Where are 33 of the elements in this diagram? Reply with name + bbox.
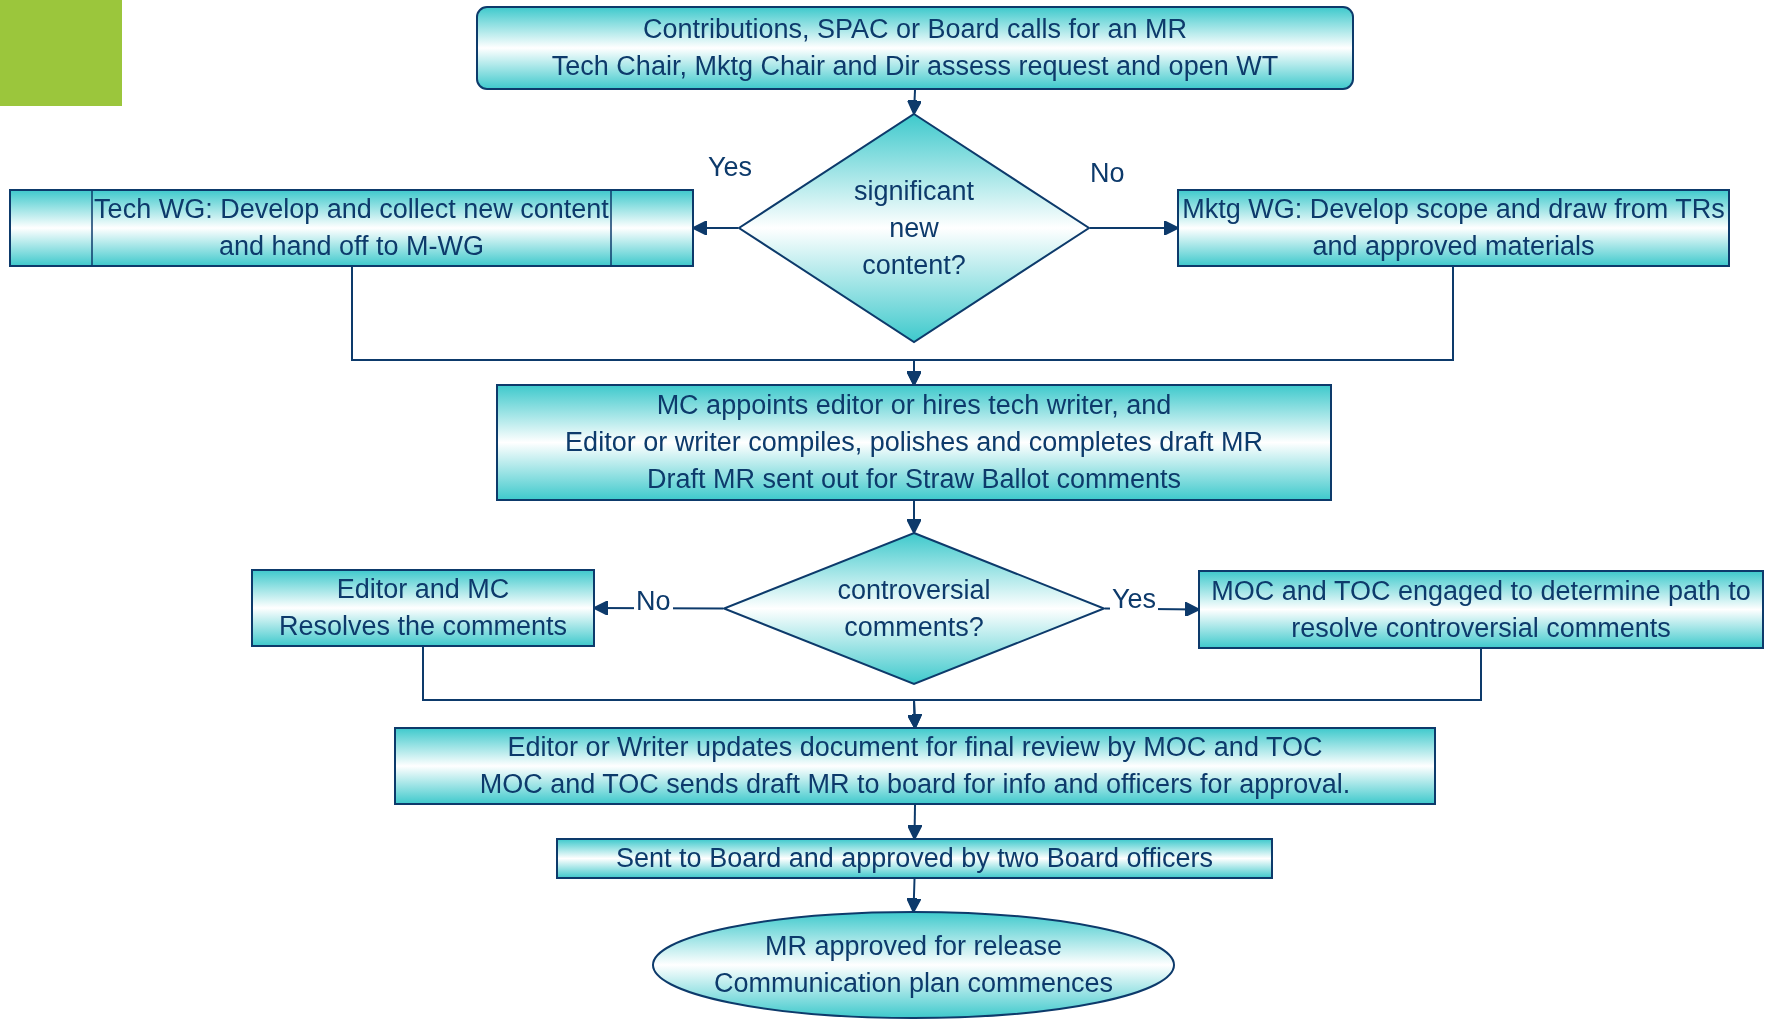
arrow bbox=[906, 878, 922, 914]
process-box bbox=[394, 727, 1436, 805]
decision-diamond bbox=[723, 532, 1105, 685]
node-text: controversial comments? bbox=[836, 573, 992, 644]
node-text: Tech WG: Develop and collect new content and hand off to M-WG bbox=[93, 193, 610, 263]
process-box bbox=[476, 6, 1354, 90]
node-text: Editor or writer compiles, polishes and completes draft MR bbox=[565, 426, 1263, 459]
node-text: MOC and TOC sends draft MR to board for info and officers for approval. bbox=[479, 768, 1351, 801]
node-text: MC appoints editor or hires tech writer, and bbox=[656, 389, 1172, 422]
process-box bbox=[556, 838, 1273, 879]
node-text: MOC and TOC engaged to determine path to resolve controversial comments bbox=[1210, 574, 1752, 645]
node-text: Contributions, SPAC or Board calls for an MR bbox=[642, 13, 1188, 46]
process-box bbox=[251, 569, 595, 647]
arrow bbox=[906, 266, 1454, 387]
arrow bbox=[906, 89, 923, 116]
arrow bbox=[906, 648, 1482, 730]
node-text: Tech Chair, Mktg Chair and Dir assess request and open WT bbox=[551, 50, 1279, 83]
node-text: MR approved for release bbox=[764, 930, 1063, 963]
arrow bbox=[906, 500, 922, 535]
predefined-process-box bbox=[9, 189, 694, 267]
node-text: Mktg WG: Develop scope and draw from TRs and approved materials bbox=[1181, 193, 1726, 263]
node-text: significant new content? bbox=[852, 174, 976, 282]
process-box bbox=[496, 384, 1332, 501]
terminal-oval bbox=[652, 911, 1175, 1019]
node-text: Communication plan commences bbox=[713, 967, 1114, 1000]
node-text: Resolves the comments bbox=[278, 610, 568, 643]
arrow bbox=[907, 804, 923, 841]
node-text: Editor and MC bbox=[336, 573, 510, 606]
node-text: Editor or Writer updates document for final review by MOC and TOC bbox=[507, 731, 1323, 764]
node-text: Draft MR sent out for Straw Ballot comments bbox=[646, 463, 1182, 496]
node-text: Sent to Board and approved by two Board officers bbox=[616, 842, 1213, 875]
arrow bbox=[691, 220, 739, 236]
arrow bbox=[1089, 220, 1180, 236]
